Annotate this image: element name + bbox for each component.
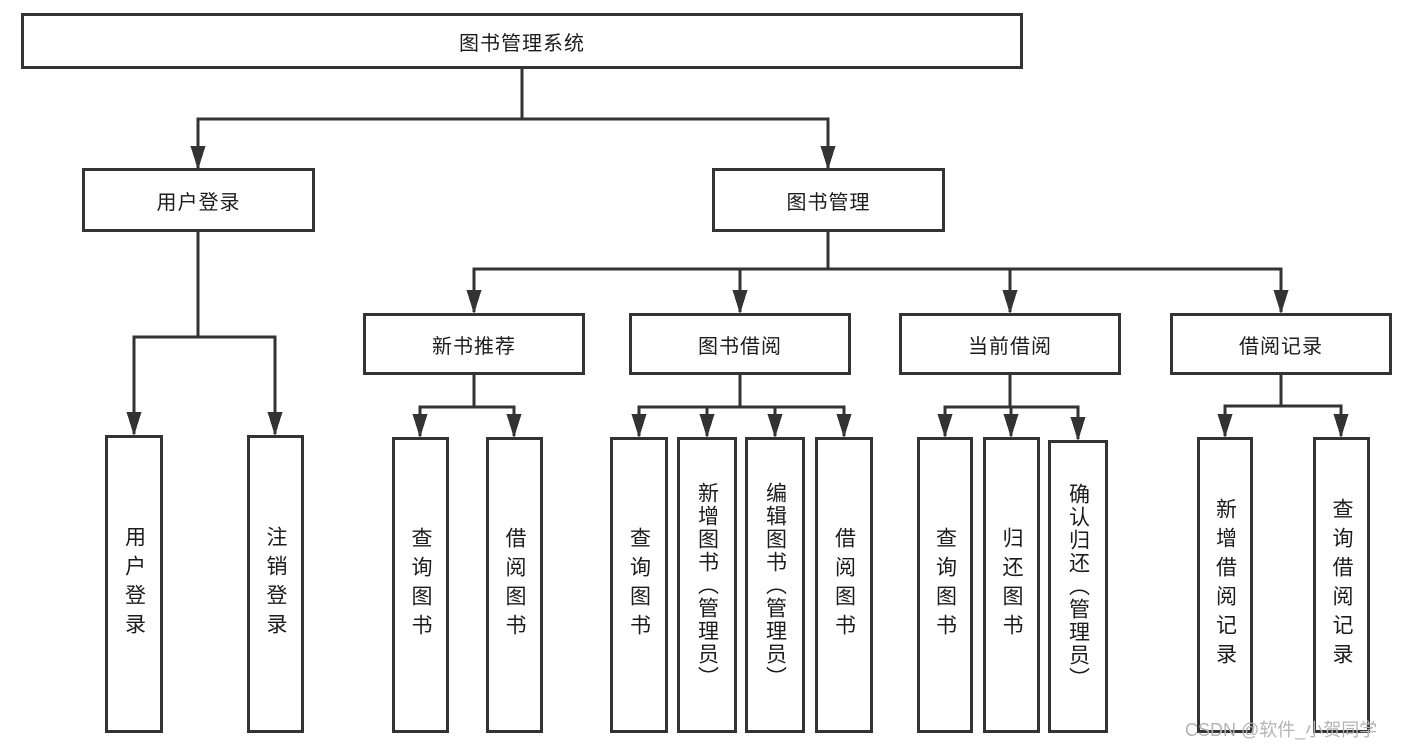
leaf-query-book-current: 查询图书 (917, 437, 973, 733)
leaf-query-borrow-record: 查询借阅记录 (1313, 437, 1370, 733)
leaf-label: 查询图书 (409, 527, 432, 643)
leaf-query-book-borrow: 查询图书 (610, 437, 668, 733)
leaf-label: 注销登录 (264, 526, 287, 642)
leaf-query-book-recommend: 查询图书 (392, 437, 449, 733)
leaf-confirm-return-admin: 确认归还（管理员） (1048, 440, 1108, 733)
leaf-add-borrow-record: 新增借阅记录 (1197, 437, 1253, 733)
leaf-label: 借阅图书 (503, 527, 526, 643)
leaf-label: 确认归还（管理员） (1066, 483, 1090, 690)
leaf-return-book: 归还图书 (983, 437, 1040, 733)
node-book-management: 图书管理 (712, 168, 945, 232)
leaf-label: 查询图书 (627, 527, 651, 643)
leaf-label: 编辑图书（管理员） (763, 481, 787, 689)
leaf-label: 新增借阅记录 (1213, 498, 1237, 672)
leaf-label: 查询图书 (933, 527, 957, 643)
node-current-borrow: 当前借阅 (899, 313, 1121, 375)
node-new-book-recommend: 新书推荐 (363, 313, 585, 375)
leaf-logout: 注销登录 (247, 435, 304, 733)
node-user-login: 用户登录 (82, 168, 315, 232)
leaf-user-login: 用户登录 (105, 435, 163, 733)
node-root: 图书管理系统 (21, 13, 1023, 69)
leaf-edit-book-admin: 编辑图书（管理员） (745, 437, 805, 733)
node-book-borrow: 图书借阅 (629, 313, 851, 375)
leaf-label: 归还图书 (1000, 527, 1023, 643)
leaf-label: 用户登录 (122, 526, 146, 642)
leaf-label: 借阅图书 (832, 527, 856, 643)
leaf-borrow-book: 借阅图书 (815, 437, 873, 733)
node-borrow-record: 借阅记录 (1170, 313, 1392, 375)
leaf-borrow-book-recommend: 借阅图书 (486, 437, 543, 733)
watermark: CSDN @软件_小贺同学 (1185, 720, 1378, 740)
leaf-add-book-admin: 新增图书（管理员） (677, 437, 737, 733)
leaf-label: 新增图书（管理员） (695, 481, 719, 689)
leaf-label: 查询借阅记录 (1330, 498, 1353, 672)
